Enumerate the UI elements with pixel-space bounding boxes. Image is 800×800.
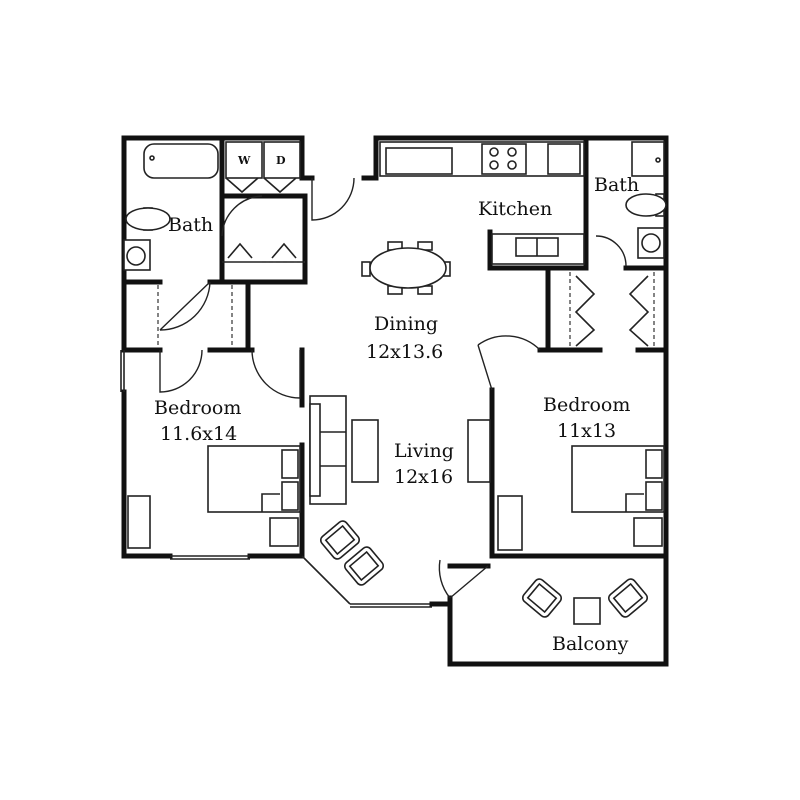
door-bedroom-left-closet: [251, 349, 301, 399]
bifold-door-left-a: [227, 242, 253, 259]
dryer: [263, 141, 301, 179]
sink-right: [641, 233, 661, 253]
wall-top-left-stub: [299, 135, 315, 181]
balcony-chair-2: [607, 578, 649, 618]
wd-door-swing: [225, 177, 297, 194]
washer: [225, 141, 263, 179]
tv-stand: [467, 419, 491, 483]
bed-left-pillow-1: [281, 449, 299, 479]
wall-balcony: [447, 553, 669, 667]
door-bedroom-left: [159, 349, 203, 393]
wall-top-right-stub: [361, 135, 379, 181]
wall-living-bottom-right: [429, 595, 453, 607]
dresser-right: [497, 495, 523, 551]
door-bath-right: [595, 235, 627, 267]
wall-kitchen-counter-back: [487, 229, 589, 271]
label-bedroom-left: Bedroom: [154, 397, 241, 419]
bifold-door-right-b: [628, 275, 650, 347]
dining-table: [369, 247, 447, 289]
toilet-bowl-left: [125, 207, 171, 231]
bathtub: [143, 143, 219, 179]
door-bath-left: [159, 281, 211, 331]
windows: [120, 350, 250, 560]
label-dining-size: 12x13.6: [366, 341, 443, 363]
door-wd-closet: [221, 195, 263, 237]
coffee-table: [351, 419, 379, 483]
balcony-table: [573, 597, 601, 625]
fixtures: W D: [123, 141, 667, 625]
sofa-back: [309, 403, 321, 497]
walls: [121, 135, 669, 667]
shower-drain: [655, 157, 661, 163]
label-bath-left: Bath: [168, 214, 213, 236]
bathtub-drain: [149, 155, 155, 161]
dryer-label: D: [276, 154, 286, 167]
bifold-door-left-b: [271, 242, 297, 259]
doors: [159, 177, 627, 599]
room-labels: Bath Kitchen Bath Dining 12x13.6 Bedroom…: [154, 174, 639, 655]
bifold-door-right-a: [574, 275, 596, 347]
wall-bay-diagonal: [301, 555, 351, 605]
label-living-size: 12x16: [394, 466, 453, 488]
sofa-cushions: [320, 431, 346, 467]
dishwasher: [547, 143, 581, 175]
label-kitchen: Kitchen: [478, 198, 552, 220]
window-bay-bottom: [350, 603, 432, 608]
label-bedroom-right-size: 11x13: [557, 420, 616, 442]
label-dining: Dining: [374, 313, 438, 335]
closets: [157, 242, 655, 348]
label-bedroom-left-size: 11.6x14: [160, 423, 237, 445]
door-entry-left: [311, 177, 355, 221]
nightstand-left: [269, 517, 299, 547]
door-bedroom-right: [477, 335, 541, 391]
bed-right-pillow-2: [645, 481, 663, 511]
balcony-chair-1: [521, 578, 563, 618]
label-bedroom-right: Bedroom: [543, 394, 630, 416]
dining-chair-5: [361, 261, 371, 277]
label-balcony: Balcony: [552, 633, 629, 655]
sink-left: [126, 246, 146, 266]
window-bedroom-left-bottom: [170, 555, 250, 560]
door-balcony: [438, 559, 489, 599]
nightstand-right: [633, 517, 663, 547]
bed-right-sheet-fold: [625, 493, 644, 512]
label-living: Living: [394, 440, 454, 462]
bed-left-sheet-fold: [261, 493, 280, 512]
refrigerator: [385, 147, 453, 175]
range: [481, 143, 527, 175]
bed-left-pillow-2: [281, 481, 299, 511]
burner-4: [507, 160, 517, 170]
armchair-1: [319, 520, 361, 560]
toilet-bowl-right: [625, 193, 667, 217]
burner-2: [507, 147, 517, 157]
dresser-left: [127, 495, 151, 549]
burner-3: [489, 160, 499, 170]
armchair-2: [343, 546, 385, 586]
label-bath-right: Bath: [594, 174, 639, 196]
burner-1: [489, 147, 499, 157]
washer-label: W: [237, 154, 251, 167]
window-bedroom-left: [120, 350, 125, 392]
bed-right-pillow-1: [645, 449, 663, 479]
